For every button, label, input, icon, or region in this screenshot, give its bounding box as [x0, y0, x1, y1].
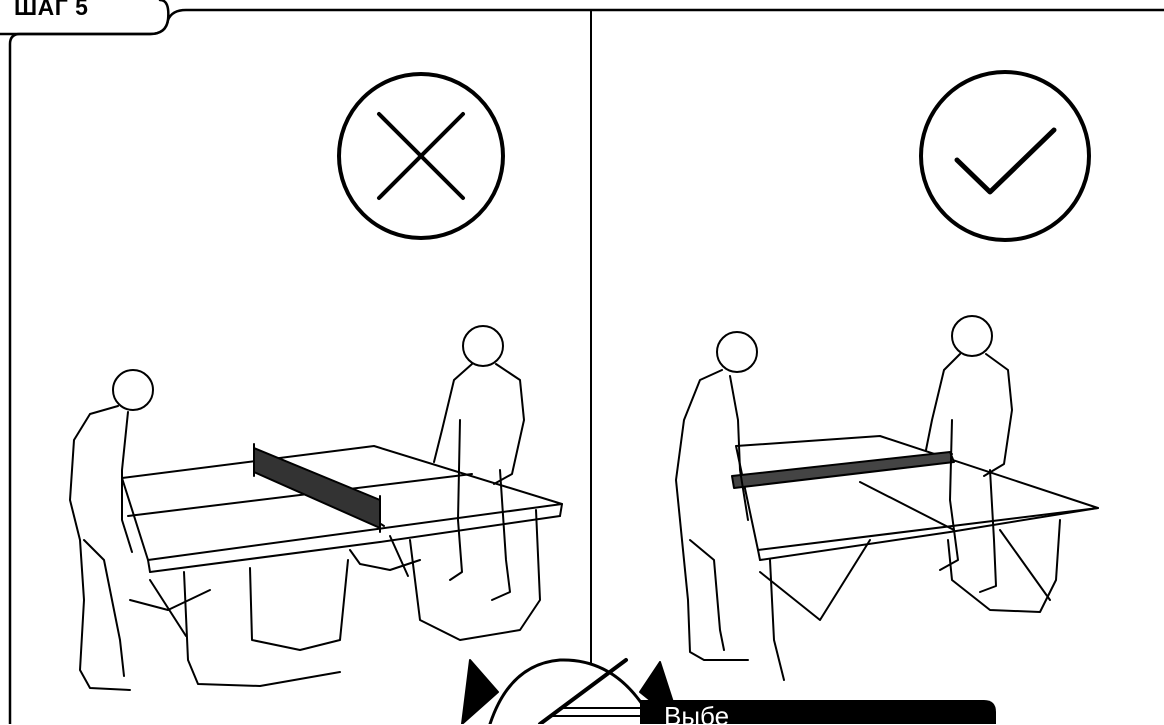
footer-text: Выбе — [664, 701, 730, 725]
step-tab-outline — [0, 0, 170, 36]
step-label: ШАГ 5 — [14, 0, 89, 20]
table-illustration-correct — [675, 315, 1099, 681]
cross-icon — [337, 72, 505, 240]
check-icon — [919, 70, 1091, 242]
table-illustration-incorrect — [69, 325, 563, 691]
footer-banner — [640, 700, 996, 724]
frame-border — [8, 8, 1164, 724]
